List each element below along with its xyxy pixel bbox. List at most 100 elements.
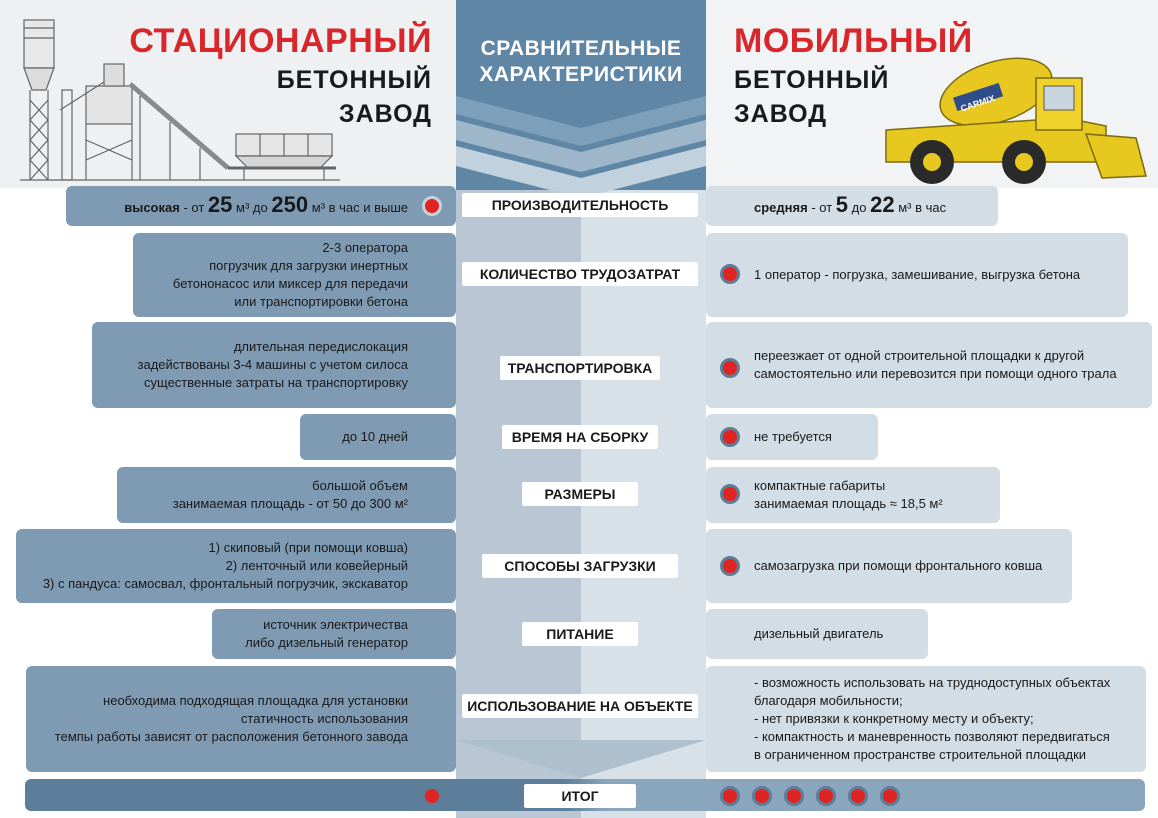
assembly-left-line: до 10 дней <box>342 429 408 444</box>
usage-left-line: необходима подходящая площадка для устан… <box>103 693 408 708</box>
center-title: СРАВНИТЕЛЬНЫЕ ХАРАКТЕРИСТИКИ <box>456 36 706 88</box>
assembly-left-box: до 10 дней <box>300 414 456 460</box>
transport-label: ТРАНСПОРТИРОВКА <box>500 356 660 380</box>
header-right-bg: CARMIX <box>706 0 1158 188</box>
productivity-left-from: - от <box>183 199 205 215</box>
size-label: РАЗМЕРЫ <box>522 482 638 506</box>
labor-left-line: или транспортировки бетона <box>234 294 408 309</box>
productivity-left-unit1: м³ до <box>236 199 268 215</box>
transport-left-text: длительная передислокация задействованы … <box>138 338 456 392</box>
productivity-right-max: 22 <box>870 191 895 217</box>
size-left-line: занимаемая площадь - от 50 до 300 м² <box>172 496 408 511</box>
left-title-sub-2: ЗАВОД <box>338 100 432 128</box>
center-chevrons <box>456 96 706 778</box>
size-left-box: большой объем занимаемая площадь - от 50… <box>117 467 456 523</box>
left-title-sub-1: БЕТОННЫЙ <box>276 66 432 94</box>
summary-right-score-dot <box>752 786 772 806</box>
power-left-text: источник электричества либо дизельный ге… <box>245 616 456 652</box>
productivity-left-unit2: м³ в час и выше <box>311 199 408 215</box>
usage-right-line: благодаря мобильности; <box>754 693 903 708</box>
power-left-line: либо дизельный генератор <box>245 635 408 650</box>
power-left-box: источник электричества либо дизельный ге… <box>212 609 456 659</box>
productivity-left-box: высокая - от 25 м³ до 250 м³ в час и выш… <box>66 186 456 226</box>
transport-left-line: длительная передислокация <box>233 339 408 354</box>
power-right-line: дизельный двигатель <box>754 626 884 641</box>
productivity-right-min: 5 <box>835 191 849 217</box>
labor-label: КОЛИЧЕСТВО ТРУДОЗАТРАТ <box>462 262 698 286</box>
transport-right-line: самостоятельно или перевозится при помощ… <box>754 366 1117 381</box>
loading-left-line: 1) скиповый (при помощи ковша) <box>208 540 408 555</box>
usage-right-line: - нет привязки к конкретному месту и объ… <box>754 711 1034 726</box>
labor-right-box: 1 оператор - погрузка, замешивание, выгр… <box>706 233 1128 317</box>
right-title-sub-1: БЕТОННЫЙ <box>734 66 890 94</box>
size-right-line: компактные габариты <box>754 478 886 493</box>
usage-left-text: необходима подходящая площадка для устан… <box>55 692 456 746</box>
transport-right-text: переезжает от одной строительной площадк… <box>706 347 1117 383</box>
summary-right-score-dot <box>816 786 836 806</box>
loading-right-box: самозагрузка при помощи фронтального ков… <box>706 529 1072 603</box>
right-title-main: МОБИЛЬНЫЙ <box>734 22 973 60</box>
size-left-text: большой объем занимаемая площадь - от 50… <box>173 477 456 513</box>
productivity-right-box: средняя - от 5 до 22 м³ в час <box>706 186 998 226</box>
transport-left-line: существенные затраты на транспортировку <box>144 375 408 390</box>
productivity-right-from: - от <box>811 199 833 215</box>
left-title-main: СТАЦИОНАРНЫЙ <box>129 22 432 60</box>
loading-right-line: самозагрузка при помощи фронтального ков… <box>754 558 1043 573</box>
center-title-line-2: ХАРАКТЕРИСТИКИ <box>479 63 683 86</box>
usage-right-line: - возможность использовать на труднодост… <box>754 675 1111 690</box>
productivity-left-word: высокая <box>124 199 180 215</box>
power-left-line: источник электричества <box>263 617 408 632</box>
summary-label: ИТОГ <box>524 784 636 808</box>
loading-label: СПОСОБЫ ЗАГРУЗКИ <box>482 554 678 578</box>
loading-right-text: самозагрузка при помощи фронтального ков… <box>706 557 1042 575</box>
center-title-line-1: СРАВНИТЕЛЬНЫЕ <box>480 37 682 60</box>
transport-right-marker <box>720 358 740 378</box>
productivity-left-max: 250 <box>271 191 309 217</box>
stationary-plant-illustration <box>20 19 340 181</box>
usage-right-text: - возможность использовать на труднодост… <box>706 674 1110 764</box>
labor-right-text: 1 оператор - погрузка, замешивание, выгр… <box>706 266 1080 284</box>
productivity-right-text: средняя - от 5 до 22 м³ в час <box>706 193 947 217</box>
power-right-text: дизельный двигатель <box>706 625 883 643</box>
productivity-left-min: 25 <box>207 191 233 217</box>
labor-right-marker <box>720 264 740 284</box>
assembly-right-marker <box>720 427 740 447</box>
center-column <box>456 0 706 818</box>
assembly-left-text: до 10 дней <box>342 428 456 446</box>
summary-right-score-dot <box>848 786 868 806</box>
summary-right-score-dot <box>784 786 804 806</box>
labor-left-text: 2-3 оператора погрузчик для загрузки ине… <box>173 239 456 311</box>
loading-left-line: 3) с пандуса: самосвал, фронтальный погр… <box>42 576 408 591</box>
size-right-text: компактные габариты занимаемая площадь ≈… <box>706 477 943 513</box>
loading-left-box: 1) скиповый (при помощи ковша) 2) ленточ… <box>16 529 456 603</box>
size-right-line: занимаемая площадь ≈ 18,5 м² <box>754 496 943 511</box>
size-left-line: большой объем <box>312 478 408 493</box>
usage-right-line: в ограниченном пространстве строительной… <box>754 747 1087 762</box>
summary-right-score-dot <box>880 786 900 806</box>
header-left-bg <box>0 0 456 188</box>
transport-right-line: переезжает от одной строительной площадк… <box>754 348 1085 363</box>
mobile-mixer-truck-illustration: CARMIX <box>885 57 1147 184</box>
productivity-label: ПРОИЗВОДИТЕЛЬНОСТЬ <box>462 193 698 217</box>
productivity-left-text: высокая - от 25 м³ до 250 м³ в час и выш… <box>124 193 456 217</box>
transport-left-line: задействованы 3-4 машины с учетом силоса <box>137 357 408 372</box>
power-label: ПИТАНИЕ <box>522 622 638 646</box>
usage-left-box: необходима подходящая площадка для устан… <box>26 666 456 772</box>
assembly-right-text: не требуется <box>706 428 832 446</box>
assembly-label: ВРЕМЯ НА СБОРКУ <box>502 425 658 449</box>
productivity-left-marker <box>422 196 442 216</box>
usage-left-line: статичность использования <box>240 711 408 726</box>
assembly-right-line: не требуется <box>754 429 832 444</box>
loading-left-line: 2) ленточный или ковейерный <box>225 558 408 573</box>
usage-left-line: темпы работы зависят от расположения бет… <box>54 729 408 744</box>
productivity-right-mid: до <box>851 199 867 215</box>
size-right-box: компактные габариты занимаемая площадь ≈… <box>706 467 1000 523</box>
labor-left-line: бетононасос или миксер для передачи <box>172 276 408 291</box>
productivity-right-word: средняя <box>754 199 808 215</box>
usage-right-line: - компактность и маневренность позволяют… <box>754 729 1110 744</box>
usage-right-box: - возможность использовать на труднодост… <box>706 666 1146 772</box>
power-right-box: дизельный двигатель <box>706 609 928 659</box>
labor-left-line: 2-3 оператора <box>322 240 408 255</box>
productivity-right-unit: м³ в час <box>898 199 947 215</box>
